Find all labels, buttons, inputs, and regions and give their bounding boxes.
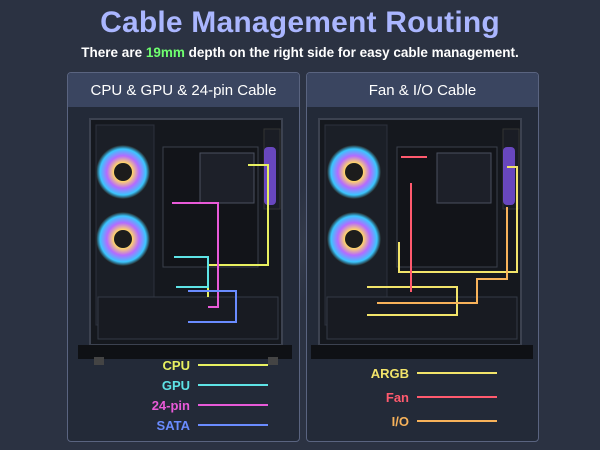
legend-label: ARGB	[370, 365, 409, 381]
subtitle-highlight: 19mm	[145, 45, 185, 60]
pc-case-illustration	[311, 118, 533, 359]
io-cable	[377, 207, 508, 304]
legend-item-io: I/O	[317, 413, 497, 429]
legend-item-24pin: 24-pin	[98, 397, 268, 413]
legend-line	[417, 372, 497, 374]
legend-label: I/O	[391, 413, 409, 429]
legend-line	[198, 384, 268, 386]
legend-item-gpu: GPU	[98, 377, 268, 393]
case-base	[311, 345, 533, 359]
rear-fan	[503, 147, 515, 205]
cpu-cutout	[436, 152, 492, 204]
page-title: Cable Management Routing	[100, 6, 500, 39]
sata-cable	[188, 290, 237, 323]
legend-line	[198, 364, 268, 366]
legend-label: SATA	[156, 417, 190, 433]
24pin-cable	[172, 202, 219, 308]
argb-cable	[398, 166, 518, 273]
panel-title: CPU & GPU & 24-pin Cable	[68, 73, 299, 107]
legend-label: 24-pin	[151, 397, 190, 413]
panel-body: CPU GPU 24-pin SATA	[68, 107, 299, 441]
legend-label: CPU	[162, 357, 190, 373]
legend-item-sata: SATA	[98, 417, 268, 433]
gpu-cable	[174, 256, 209, 288]
subtitle-text-end: depth on the right side for easy cable m…	[184, 45, 519, 60]
panel-title: Fan & I/O Cable	[307, 73, 538, 107]
cpu-cutout	[199, 152, 255, 204]
legend-item-fan: Fan	[317, 389, 497, 405]
subtitle-text-start: There are	[81, 45, 146, 60]
legend-line	[417, 420, 497, 422]
pc-case-illustration	[78, 118, 292, 365]
legend-line	[417, 396, 497, 398]
case-base	[78, 345, 292, 359]
legend-line	[198, 404, 268, 406]
psu-shroud	[97, 296, 279, 340]
panel-cpu-gpu-24pin: CPU & GPU & 24-pin Cable	[67, 72, 300, 442]
legend-item-cpu: CPU	[98, 357, 268, 373]
page-subtitle: There are 19mm depth on the right side f…	[0, 45, 600, 60]
legend-line	[198, 424, 268, 426]
legend-item-argb: ARGB	[317, 365, 497, 381]
rear-fan	[264, 147, 276, 205]
legend-label: GPU	[161, 377, 190, 393]
panel-fan-io: Fan & I/O Cable	[306, 72, 539, 442]
legend-label: Fan	[385, 389, 409, 405]
panel-body: ARGB Fan I/O	[307, 107, 538, 441]
